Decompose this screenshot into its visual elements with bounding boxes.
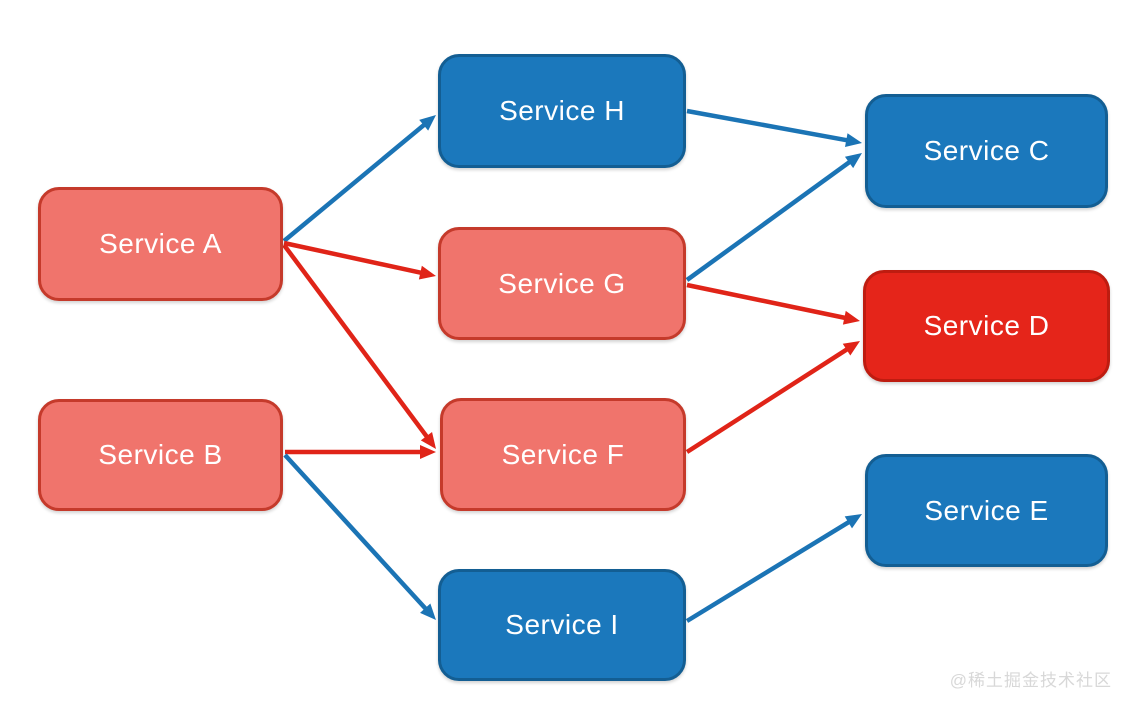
node-label: Service G (498, 267, 626, 299)
node-label: Service C (923, 135, 1050, 166)
node-label: Service F (501, 438, 625, 470)
node-service-c: Service C (865, 94, 1108, 208)
watermark: @稀土掘金技术社区 (949, 671, 1112, 690)
node-label: Service A (99, 228, 222, 259)
node-label: Service I (505, 609, 619, 640)
node-service-a: Service A (38, 187, 283, 301)
node-label: Service B (98, 439, 223, 470)
node-label: Service E (924, 494, 1049, 526)
node-service-i: Service I (438, 569, 686, 681)
node-service-e: Service E (865, 454, 1108, 567)
node-service-f: Service F (440, 398, 686, 511)
node-service-h: Service H (438, 54, 686, 168)
node-service-g: Service G (438, 227, 686, 340)
node-service-d: Service D (863, 270, 1110, 382)
node-service-b: Service B (38, 399, 283, 511)
node-label: Service D (923, 310, 1050, 341)
node-label: Service H (499, 95, 625, 126)
